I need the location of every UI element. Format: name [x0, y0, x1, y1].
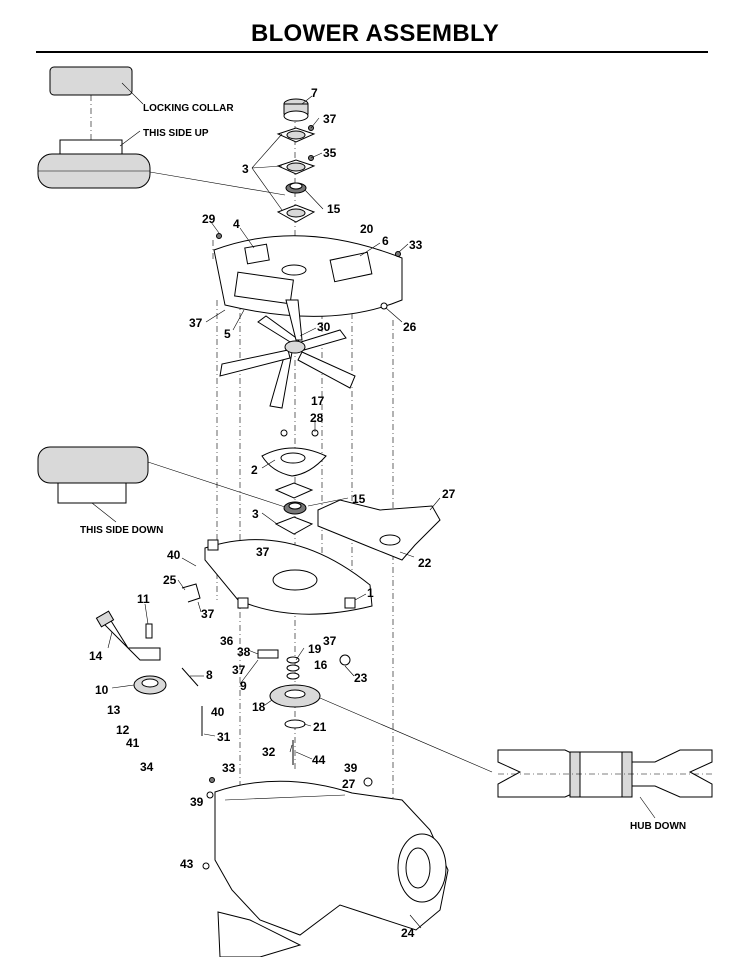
callout-13: 13: [107, 703, 121, 717]
callout-37f: 37: [232, 663, 246, 677]
callout-20: 20: [360, 222, 374, 236]
idler-linkage: [95, 583, 279, 736]
callout-14: 14: [89, 649, 103, 663]
callout-40: 40: [167, 548, 181, 562]
callout-39: 39: [344, 761, 358, 775]
callout-39b: 39: [190, 795, 204, 809]
callout-32: 32: [262, 745, 276, 759]
callout-29: 29: [202, 212, 216, 226]
callout-17: 17: [311, 394, 325, 408]
top-bearing-stack: [276, 98, 316, 223]
callout-15: 15: [327, 202, 341, 216]
callout-27b: 27: [342, 777, 356, 791]
note-hub-down: HUB DOWN: [630, 821, 686, 832]
inset-bearing-down: [37, 446, 289, 523]
lower-bearing-stack: [261, 429, 327, 535]
callout-43: 43: [180, 857, 194, 871]
callout-41: 41: [126, 736, 140, 750]
note-this-side-down: THIS SIDE DOWN: [80, 525, 163, 536]
callout-33: 33: [409, 238, 423, 252]
callout-26: 26: [403, 320, 417, 334]
callout-15b: 15: [352, 492, 366, 506]
callout-24: 24: [401, 926, 415, 940]
callout-labels: 7 37 3 35 15 29 4 20 6 33 37 5 26 30 17 …: [89, 86, 456, 940]
callout-38: 38: [237, 645, 251, 659]
callout-11: 11: [137, 592, 150, 606]
callout-18: 18: [252, 700, 266, 714]
callout-31: 31: [217, 730, 231, 744]
callout-23: 23: [354, 671, 368, 685]
callout-37: 37: [323, 112, 337, 126]
callout-25: 25: [163, 573, 177, 587]
callout-37c: 37: [256, 545, 270, 559]
callout-8: 8: [206, 668, 213, 682]
note-locking-collar: LOCKING COLLAR: [143, 103, 234, 114]
inset-bearing-up: [37, 66, 286, 196]
note-this-side-up: THIS SIDE UP: [143, 128, 209, 139]
callout-21: 21: [313, 720, 327, 734]
callout-1: 1: [367, 586, 374, 600]
callout-37d: 37: [201, 607, 215, 621]
inset-pulley-hub: [319, 697, 713, 819]
callout-35: 35: [323, 146, 337, 160]
callout-22: 22: [418, 556, 432, 570]
callout-3b: 3: [252, 507, 259, 521]
callout-10: 10: [95, 683, 109, 697]
drive-pulley: [269, 654, 351, 765]
callout-36: 36: [220, 634, 234, 648]
callout-33b: 33: [222, 761, 236, 775]
callout-9: 9: [240, 679, 247, 693]
callout-27: 27: [442, 487, 456, 501]
discharge-housing: [202, 777, 449, 957]
blower-top-cover: [213, 233, 403, 317]
lower-housing: [204, 539, 373, 615]
callout-16: 16: [314, 658, 328, 672]
callout-3: 3: [242, 162, 249, 176]
callout-6: 6: [382, 234, 389, 248]
page-title: BLOWER ASSEMBLY: [250, 20, 500, 47]
callout-44: 44: [312, 753, 326, 767]
callout-34: 34: [140, 760, 154, 774]
callout-2: 2: [251, 463, 258, 477]
callout-19: 19: [308, 642, 322, 656]
callout-37e: 37: [323, 634, 337, 648]
title-rule: [36, 51, 708, 53]
callout-4: 4: [233, 217, 240, 231]
callout-28: 28: [310, 411, 324, 425]
leader-lines: [107, 95, 441, 929]
callout-37b: 37: [189, 316, 203, 330]
impeller: [219, 299, 356, 409]
callout-7: 7: [311, 86, 318, 100]
side-pan: [317, 499, 441, 561]
callout-40b: 40: [211, 705, 225, 719]
callout-5: 5: [224, 327, 231, 341]
callout-30: 30: [317, 320, 331, 334]
callout-12: 12: [116, 723, 130, 737]
